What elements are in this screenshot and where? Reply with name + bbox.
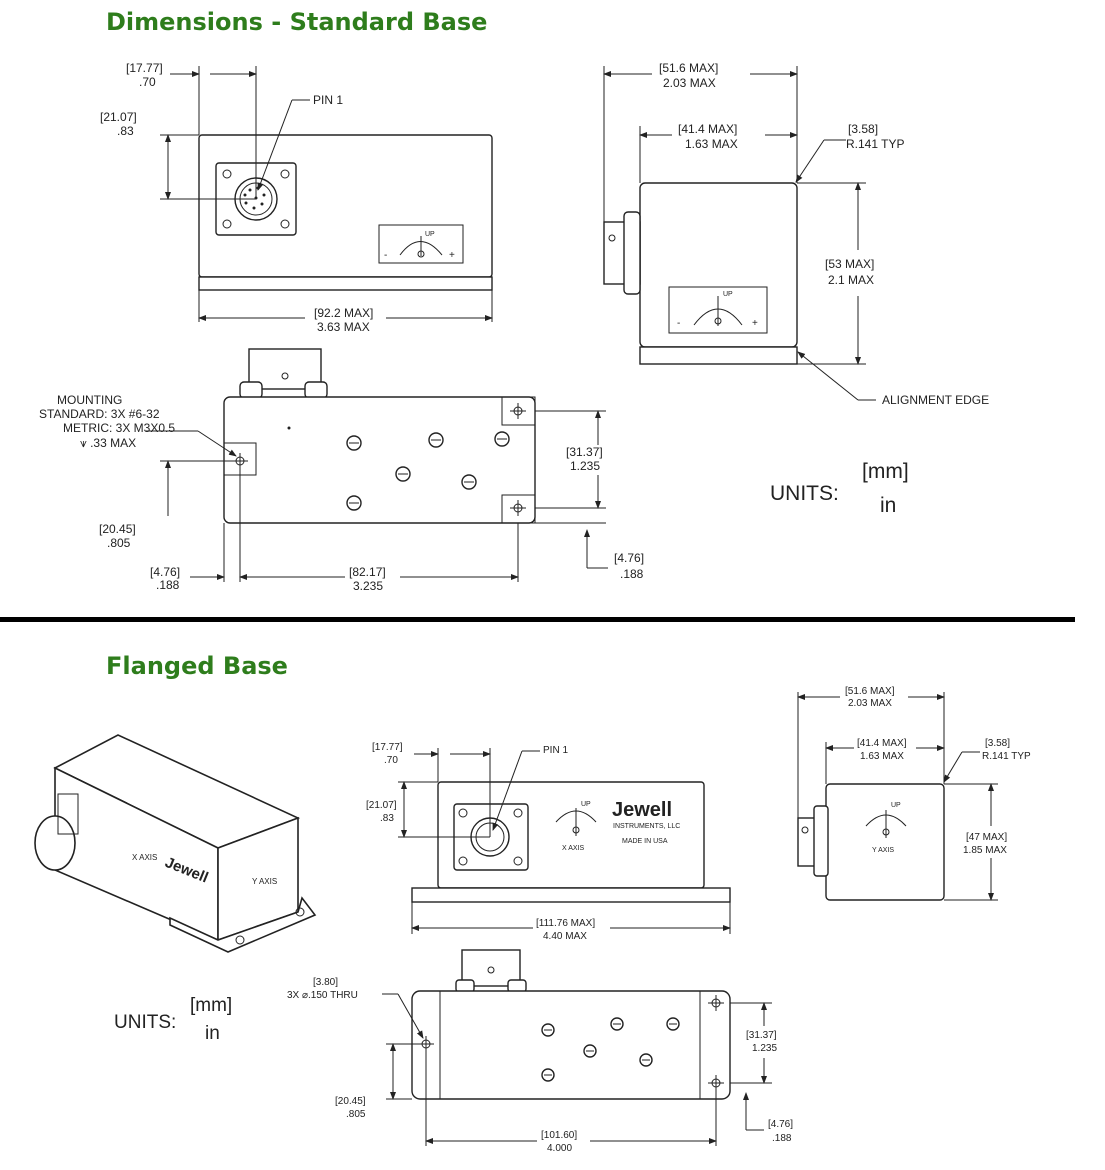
svg-text:MOUNTING: MOUNTING bbox=[57, 393, 122, 407]
units-legend: UNITS: [mm] in bbox=[770, 460, 909, 517]
svg-text:2.03 MAX: 2.03 MAX bbox=[848, 698, 892, 709]
svg-text:1.63 MAX: 1.63 MAX bbox=[685, 137, 738, 151]
flanged-base-heading: Flanged Base bbox=[106, 652, 288, 680]
flanged-isometric-view: X AXIS Y AXIS Jewell bbox=[34, 734, 317, 953]
svg-text:-: - bbox=[384, 250, 387, 261]
svg-text:X AXIS: X AXIS bbox=[132, 853, 157, 862]
svg-text:[92.2 MAX]: [92.2 MAX] bbox=[314, 306, 373, 320]
standard-base-heading: Dimensions - Standard Base bbox=[106, 8, 488, 36]
svg-text:3.63 MAX: 3.63 MAX bbox=[317, 320, 370, 334]
svg-text:[31.37]: [31.37] bbox=[566, 445, 603, 459]
svg-text:UP: UP bbox=[581, 801, 591, 808]
svg-text:⩛ .33 MAX: ⩛ .33 MAX bbox=[80, 436, 136, 450]
svg-text:STANDARD: 3X #6-32: STANDARD: 3X #6-32 bbox=[39, 407, 160, 421]
svg-text:[53 MAX]: [53 MAX] bbox=[825, 257, 874, 271]
svg-text:[31.37]: [31.37] bbox=[746, 1030, 777, 1041]
svg-text:.188: .188 bbox=[156, 578, 180, 592]
screw-icon bbox=[541, 1017, 680, 1082]
svg-text:[82.17]: [82.17] bbox=[349, 565, 386, 579]
svg-text:[20.45]: [20.45] bbox=[335, 1096, 366, 1107]
brand-logo: Jewell bbox=[612, 799, 672, 821]
axis-label-icon: UP X AXIS bbox=[555, 801, 597, 852]
standard-side-view: UP - + [51.6 MAX] 2.03 MAX [41.4 MAX] 1.6… bbox=[603, 61, 989, 407]
svg-text:1.235: 1.235 bbox=[570, 459, 600, 473]
svg-text:.805: .805 bbox=[346, 1109, 366, 1120]
svg-text:[111.76 MAX]: [111.76 MAX] bbox=[536, 918, 595, 929]
svg-text:X AXIS: X AXIS bbox=[562, 845, 585, 852]
svg-text:+: + bbox=[449, 250, 455, 261]
flanged-side-view: UP Y AXIS [51.6 MAX] 2.03 MAX [41.4 MAX]… bbox=[797, 686, 1031, 901]
svg-text:[20.45]: [20.45] bbox=[99, 522, 136, 536]
svg-text:UNITS:: UNITS: bbox=[114, 1012, 176, 1033]
svg-text:UP: UP bbox=[425, 231, 435, 238]
svg-text:UP: UP bbox=[891, 802, 901, 809]
svg-text:3.235: 3.235 bbox=[353, 579, 383, 593]
mounting-hole-icon bbox=[708, 1075, 724, 1091]
svg-text:.805: .805 bbox=[107, 536, 131, 550]
svg-text:[mm]: [mm] bbox=[862, 460, 909, 483]
svg-text:4.40 MAX: 4.40 MAX bbox=[543, 931, 587, 942]
svg-text:[3.58]: [3.58] bbox=[848, 122, 878, 136]
svg-text:MADE IN USA: MADE IN USA bbox=[622, 838, 668, 845]
dim-pin-offset-mm: [17.77] bbox=[126, 61, 163, 75]
svg-text:.70: .70 bbox=[384, 755, 398, 766]
svg-text:METRIC: 3X M3X0.5: METRIC: 3X M3X0.5 bbox=[63, 421, 175, 435]
pin-1-label: PIN 1 bbox=[543, 745, 568, 756]
svg-text:[51.6 MAX]: [51.6 MAX] bbox=[845, 686, 895, 697]
svg-text:[4.76]: [4.76] bbox=[768, 1119, 793, 1130]
dim-pin-offset-in: .70 bbox=[139, 75, 156, 89]
svg-text:UP: UP bbox=[723, 291, 733, 298]
svg-text:[4.76]: [4.76] bbox=[150, 565, 180, 579]
svg-text:[47 MAX]: [47 MAX] bbox=[966, 832, 1007, 843]
svg-text:1.85 MAX: 1.85 MAX bbox=[963, 845, 1007, 856]
svg-text:3X ⌀.150 THRU: 3X ⌀.150 THRU bbox=[287, 990, 358, 1001]
svg-text:2.03 MAX: 2.03 MAX bbox=[663, 76, 716, 90]
axis-label-icon: UP Y AXIS bbox=[865, 802, 907, 854]
axis-label-icon: UP - + bbox=[378, 224, 464, 264]
svg-text:[101.60]: [101.60] bbox=[541, 1130, 577, 1141]
svg-text:[41.4 MAX]: [41.4 MAX] bbox=[857, 738, 907, 749]
section-divider bbox=[0, 617, 1075, 622]
svg-text:UNITS:: UNITS: bbox=[770, 482, 839, 505]
svg-text:[21.07]: [21.07] bbox=[366, 800, 397, 811]
svg-text:1.63 MAX: 1.63 MAX bbox=[860, 751, 904, 762]
svg-text:in: in bbox=[205, 1023, 220, 1044]
units-legend-flanged: UNITS: [mm] in bbox=[114, 995, 232, 1044]
svg-text:.188: .188 bbox=[772, 1133, 792, 1144]
svg-text:1.235: 1.235 bbox=[752, 1043, 777, 1054]
svg-text:2.1 MAX: 2.1 MAX bbox=[828, 273, 874, 287]
svg-text:R.141 TYP: R.141 TYP bbox=[982, 751, 1031, 762]
svg-text:[4.76]: [4.76] bbox=[614, 551, 644, 565]
svg-text:-: - bbox=[677, 318, 680, 329]
pin-1-label: PIN 1 bbox=[313, 93, 343, 107]
svg-text:[mm]: [mm] bbox=[190, 995, 232, 1016]
svg-text:Y AXIS: Y AXIS bbox=[872, 847, 894, 854]
svg-text:.83: .83 bbox=[117, 124, 134, 138]
flanged-front-view: UP X AXIS Jewell INSTRUMENTS, LLC MADE I… bbox=[366, 742, 731, 942]
mounting-hole-icon bbox=[510, 403, 526, 419]
mounting-hole-icon bbox=[510, 500, 526, 516]
svg-text:[3.58]: [3.58] bbox=[985, 738, 1010, 749]
svg-text:[41.4 MAX]: [41.4 MAX] bbox=[678, 122, 737, 136]
alignment-edge-label: ALIGNMENT EDGE bbox=[882, 393, 989, 407]
svg-text:.188: .188 bbox=[620, 567, 644, 581]
svg-text:4.000: 4.000 bbox=[547, 1143, 572, 1154]
svg-text:[17.77]: [17.77] bbox=[372, 742, 403, 753]
flanged-bottom-view: [3.80] 3X ⌀.150 THRU [31.37] 1.235 [20.4… bbox=[287, 949, 793, 1154]
svg-text:INSTRUMENTS, LLC: INSTRUMENTS, LLC bbox=[613, 823, 680, 830]
svg-text:R.141 TYP: R.141 TYP bbox=[846, 137, 904, 151]
svg-text:[3.80]: [3.80] bbox=[313, 977, 338, 988]
axis-label-icon: UP - + bbox=[668, 286, 768, 334]
svg-text:[21.07]: [21.07] bbox=[100, 110, 137, 124]
svg-text:in: in bbox=[880, 494, 896, 517]
standard-bottom-view: MOUNTING STANDARD: 3X #6-32 METRIC: 3X M… bbox=[39, 348, 644, 593]
screw-icon bbox=[346, 431, 510, 511]
svg-text:[51.6 MAX]: [51.6 MAX] bbox=[659, 61, 718, 75]
svg-text:+: + bbox=[752, 318, 758, 329]
standard-front-view: UP - + [17.77] .70 [21.07] .83 PIN 1 [92.… bbox=[100, 61, 493, 334]
svg-text:Y AXIS: Y AXIS bbox=[252, 877, 277, 886]
mounting-hole-icon bbox=[708, 995, 724, 1011]
svg-text:.83: .83 bbox=[380, 813, 394, 824]
